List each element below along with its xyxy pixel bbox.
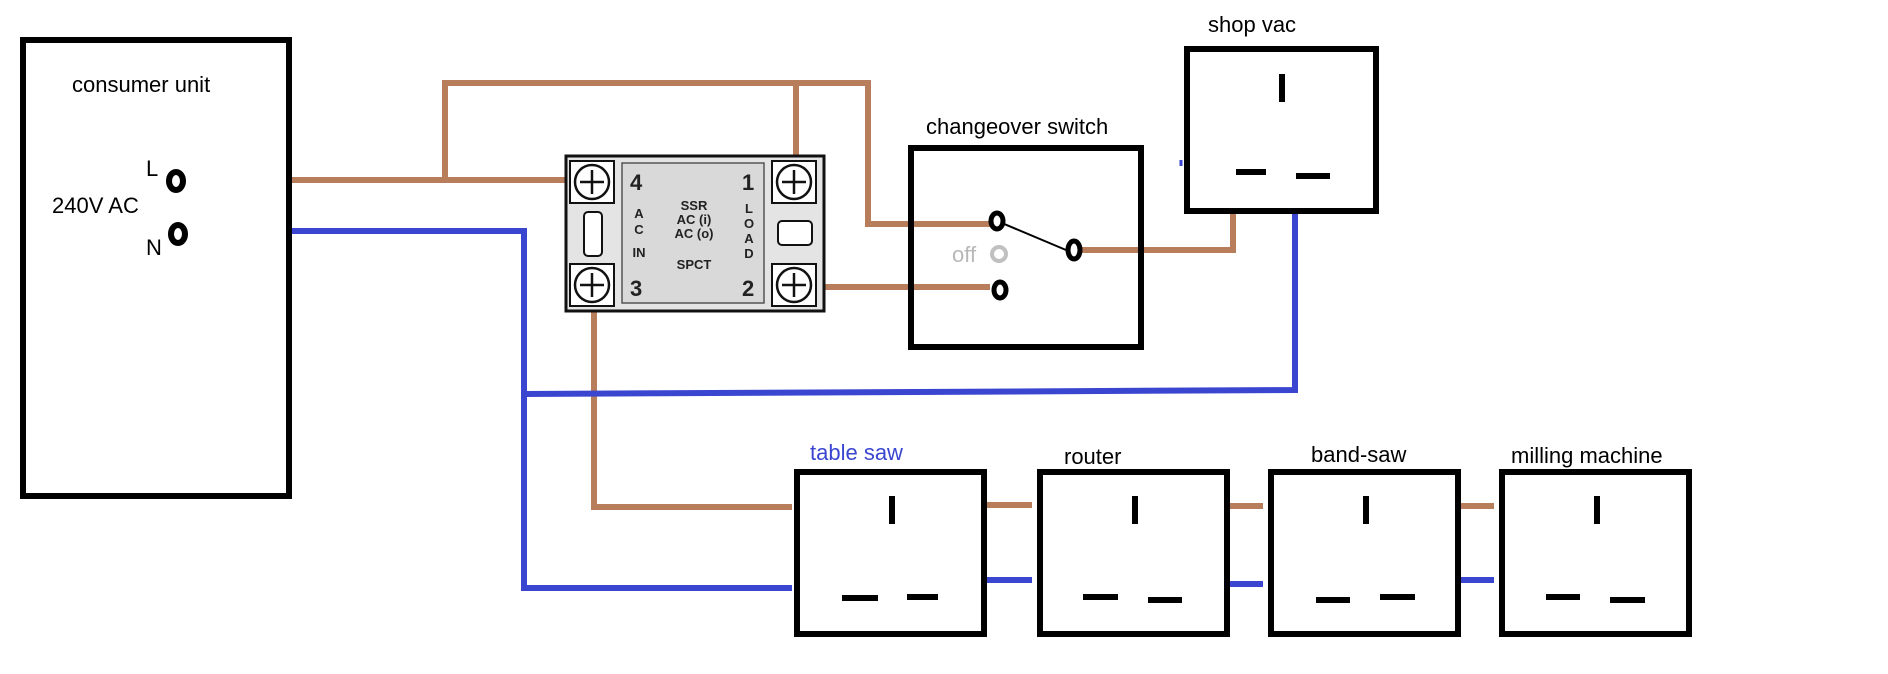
router-label: router (1064, 444, 1121, 469)
ssr-terminal-3-label: 3 (630, 276, 642, 301)
ssr-model-line-2: AC (i) (677, 212, 712, 227)
switch-lower-contact (991, 279, 1009, 301)
consumer-unit-title: consumer unit (72, 72, 210, 97)
ssr-load-label-a: A (744, 231, 754, 246)
ssr-terminal-2 (771, 263, 817, 307)
ssr-terminal-4 (569, 160, 615, 204)
changeover-switch-title: changeover switch (926, 114, 1108, 139)
socket-router: router (1037, 444, 1230, 637)
ssr-terminal-1 (771, 160, 817, 204)
ssr-load-label-o: O (744, 216, 754, 231)
band-saw-label: band-saw (1311, 442, 1407, 467)
ssr-model-line-4: SPCT (677, 257, 712, 272)
table-saw-label: table saw (810, 440, 903, 465)
changeover-switch: changeover switch off (908, 114, 1144, 350)
live-wire-ssr-to-table-saw (591, 305, 792, 510)
ssr-input-label-a: A (634, 206, 644, 221)
shop-vac-label: shop vac (1208, 12, 1296, 37)
ssr-terminal-2-label: 2 (742, 276, 754, 301)
socket-milling-machine: milling machine (1499, 443, 1692, 637)
switch-off-label: off (952, 242, 977, 267)
live-terminal (166, 169, 186, 193)
solid-state-relay: 4 1 3 2 A C IN L O A D SSR AC (i) AC (o)… (564, 154, 826, 313)
switch-common-contact (1065, 238, 1083, 262)
ssr-input-label-c: C (634, 222, 644, 237)
socket-band-saw: band-saw (1268, 442, 1461, 637)
live-label: L (146, 156, 158, 181)
ssr-terminal-3 (569, 263, 615, 307)
changeover-switch-box (908, 145, 1144, 350)
consumer-unit-box (20, 37, 292, 499)
voltage-label: 240V AC (52, 193, 139, 218)
live-wire-switch-to-shop-vac (1066, 210, 1236, 253)
switch-upper-contact (988, 210, 1006, 232)
ssr-terminal-4-label: 4 (630, 170, 643, 195)
ssr-center-panel (621, 162, 765, 304)
neutral-label: N (146, 235, 162, 260)
ssr-model-line-1: SSR (681, 198, 708, 213)
neutral-wire-shop-vac-return (523, 210, 1298, 397)
milling-machine-label: milling machine (1511, 443, 1663, 468)
neutral-wire-mains (180, 228, 792, 591)
socket-table-saw: table saw (794, 440, 987, 637)
switch-off-contact (990, 245, 1008, 263)
ssr-load-label-l: L (745, 201, 753, 216)
ssr-mount-slot-left (583, 211, 603, 257)
neutral-wires (180, 160, 1494, 591)
consumer-unit: consumer unit L 240V AC N (20, 37, 292, 499)
ssr-input-label-in: IN (633, 245, 646, 260)
socket-shop-vac: shop vac (1184, 12, 1379, 214)
ssr-mount-slot-right (777, 220, 813, 246)
ssr-model-line-3: AC (o) (675, 226, 714, 241)
neutral-terminal (168, 222, 188, 246)
ssr-terminal-1-label: 1 (742, 170, 754, 195)
ssr-load-label-d: D (744, 246, 753, 261)
